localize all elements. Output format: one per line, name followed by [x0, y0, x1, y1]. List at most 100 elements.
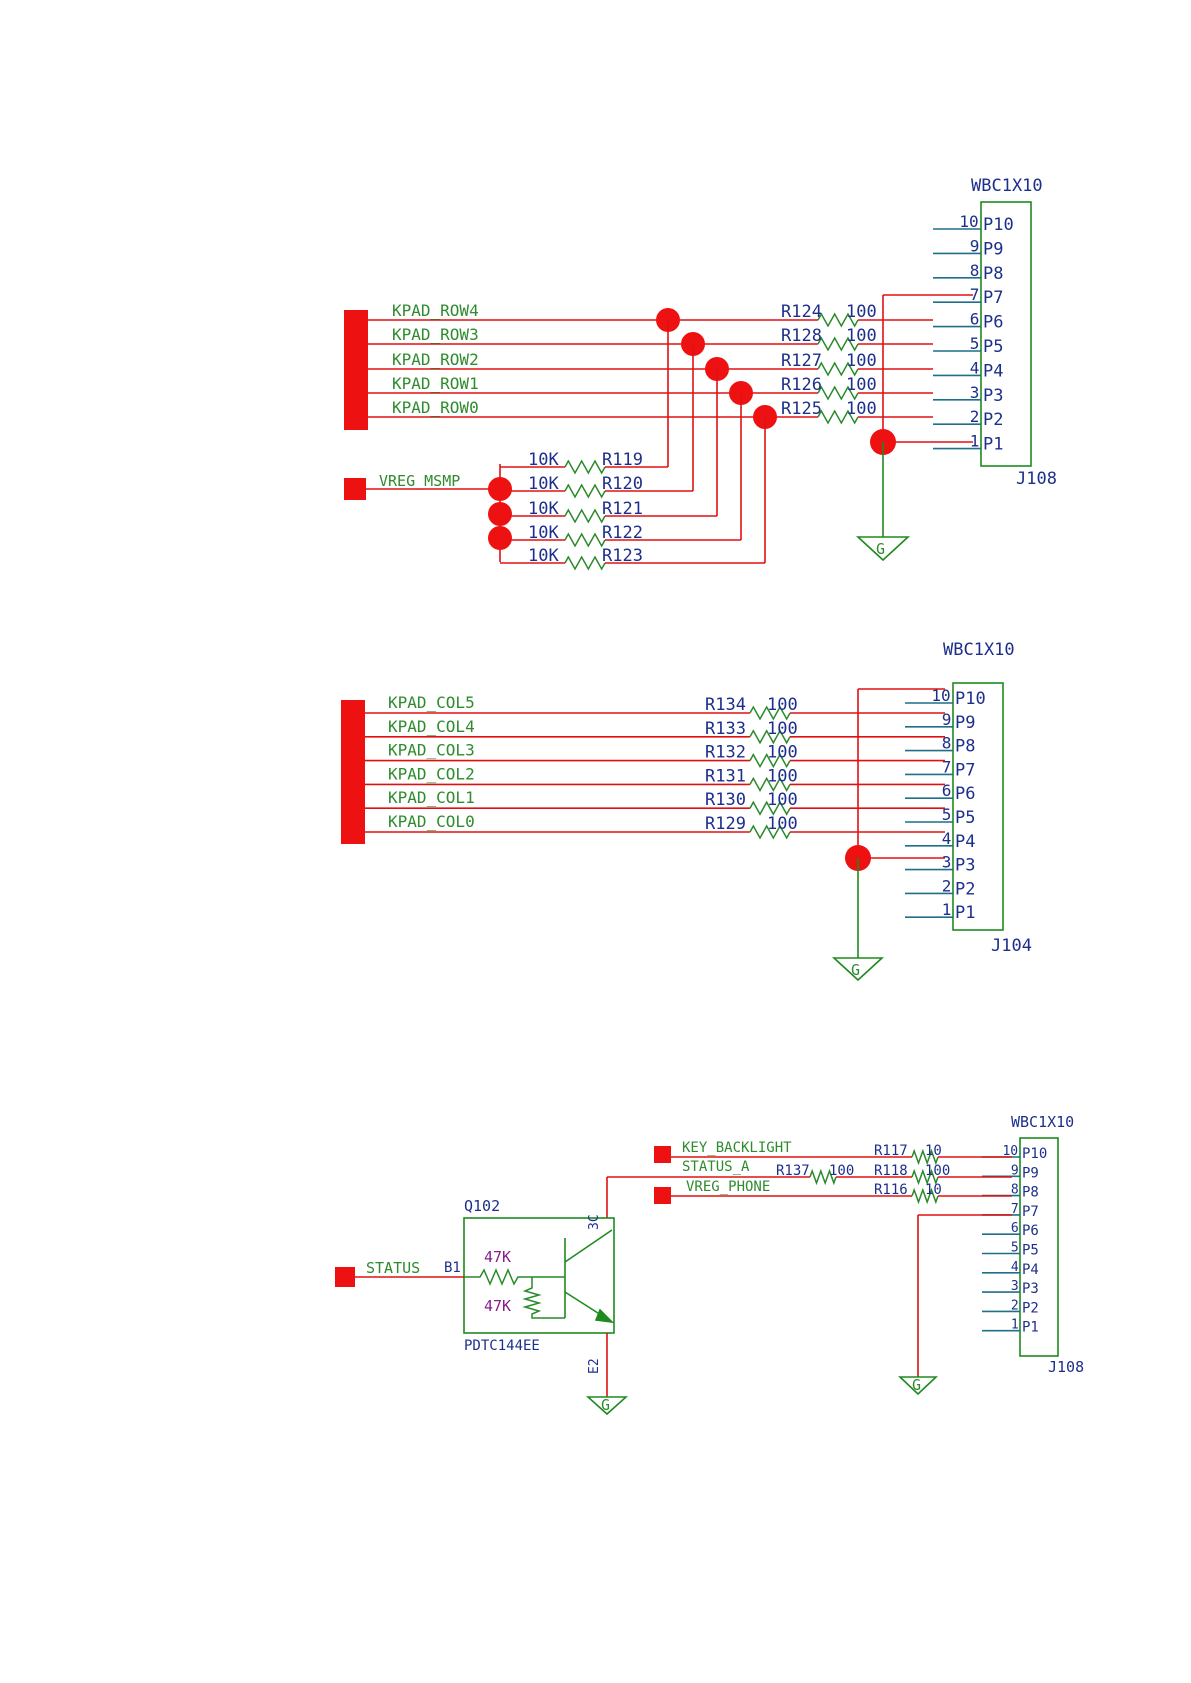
pin-number: 3 [942, 853, 952, 872]
q102-pin-b: B1 [444, 1260, 461, 1276]
pullup-ref: R122 [602, 523, 643, 543]
col-net-label: KPAD_COL1 [388, 788, 475, 807]
pullup-resistor [564, 532, 606, 548]
pullup-ref: R121 [602, 499, 643, 519]
pin-number: 4 [942, 829, 952, 848]
pin-name: P6 [955, 784, 975, 804]
pin-number: 8 [970, 261, 980, 280]
pin-name: P2 [955, 879, 975, 899]
pin-name: P5 [955, 808, 975, 828]
pin-number: 9 [970, 236, 980, 255]
pin-name: P6 [983, 313, 1003, 333]
bl-ground-label: G [912, 1376, 921, 1394]
pullup-value: 10K [528, 546, 559, 566]
pin-name: P2 [983, 410, 1003, 430]
bl-resistor [809, 1168, 837, 1186]
col-series-resistor [749, 776, 791, 792]
pin-name: P1 [983, 435, 1003, 455]
pin-number: 10 [1002, 1144, 1018, 1159]
pin-name: P8 [1022, 1185, 1039, 1201]
col-resistor-value: 100 [767, 743, 798, 763]
pullup-resistor [564, 555, 606, 571]
pin-number: 9 [1011, 1163, 1019, 1178]
pin-name: P6 [1022, 1223, 1039, 1239]
backlight-section: WBC1X10 J108 P1010P99P88P77P66P55P44P33P… [335, 1113, 1084, 1416]
q102-ground-symbol [585, 1396, 629, 1416]
row-net-label: KPAD_ROW3 [392, 325, 479, 344]
col-connector-body [952, 682, 1004, 931]
pin-number: 7 [1011, 1202, 1019, 1217]
pin-name: P9 [1022, 1165, 1039, 1181]
row-ground-label: G [876, 540, 885, 558]
row-series-resistor [817, 361, 859, 377]
pin-number: 2 [942, 876, 952, 895]
pin-number: 10 [959, 212, 978, 231]
status-a-label: STATUS_A [682, 1159, 750, 1175]
bl-resistor [911, 1148, 939, 1166]
row-series-resistor [817, 312, 859, 328]
row-resistor-ref: R124 [781, 302, 822, 322]
key-backlight-port [654, 1146, 671, 1163]
r116-ref: R116 [874, 1182, 908, 1198]
pullup-resistor [564, 459, 606, 475]
q102-pin-c: 3C [587, 1214, 602, 1230]
pin-number: 4 [1011, 1260, 1019, 1275]
pullup-ref: R120 [602, 474, 643, 494]
col-resistor-ref: R129 [705, 814, 746, 834]
row-resistor-ref: R125 [781, 399, 822, 419]
row-ground-symbol [855, 536, 911, 562]
pin-number: 1 [1011, 1318, 1019, 1333]
pin-number: 8 [1011, 1183, 1019, 1198]
pullup-ref: R123 [602, 546, 643, 566]
col-section: WBC1X10 J104 P1010P99P88P77P66P55P44P33P… [341, 640, 1032, 982]
col-resistor-ref: R133 [705, 719, 746, 739]
pin-number: 1 [942, 900, 952, 919]
col-resistor-ref: R132 [705, 743, 746, 763]
pin-name: P3 [1022, 1281, 1039, 1297]
q102-body [463, 1217, 615, 1334]
pin-number: 9 [942, 710, 952, 729]
pin-name: P7 [955, 760, 975, 780]
q102-ref: Q102 [464, 1197, 500, 1215]
row-net-label: KPAD_ROW4 [392, 301, 479, 320]
pin-name: P5 [983, 337, 1003, 357]
r118-value: 100 [925, 1163, 950, 1179]
pullup-value: 10K [528, 499, 559, 519]
col-net-label: KPAD_COL3 [388, 741, 475, 760]
key-backlight-label: KEY_BACKLIGHT [682, 1140, 792, 1156]
pin-number: 3 [1011, 1279, 1019, 1294]
pin-name: P10 [1022, 1146, 1047, 1162]
pin-name: P10 [983, 215, 1014, 235]
pin-name: P10 [955, 689, 986, 709]
row-resistor-value: 100 [846, 302, 877, 322]
vreg-junction [488, 502, 512, 526]
row-section: WBC1X10 J108 P1010P99P88P77P66P55P44P33P… [344, 176, 1057, 571]
pin-name: P9 [983, 239, 1003, 259]
row-resistor-value: 100 [846, 351, 877, 371]
pullup-value: 10K [528, 474, 559, 494]
pin-number: 7 [942, 757, 952, 776]
row-resistor-value: 100 [846, 375, 877, 395]
pin-name: P3 [955, 856, 975, 876]
pin-number: 7 [970, 285, 980, 304]
col-resistor-value: 100 [767, 790, 798, 810]
row-port-bar [344, 310, 368, 430]
row-resistor-value: 100 [846, 399, 877, 419]
col-resistor-value: 100 [767, 766, 798, 786]
row-resistor-ref: R127 [781, 351, 822, 371]
pin-name: P9 [955, 713, 975, 733]
r137-ref: R137 [776, 1163, 810, 1179]
bl-ground-symbol [897, 1376, 939, 1396]
row-junction [753, 405, 777, 429]
r137-value: 100 [829, 1163, 854, 1179]
bl-resistor [911, 1187, 939, 1205]
col-series-resistor [749, 824, 791, 840]
status-port [335, 1267, 355, 1287]
r117-ref: R117 [874, 1143, 908, 1159]
col-ground-symbol [831, 957, 885, 982]
row-series-resistor [817, 385, 859, 401]
